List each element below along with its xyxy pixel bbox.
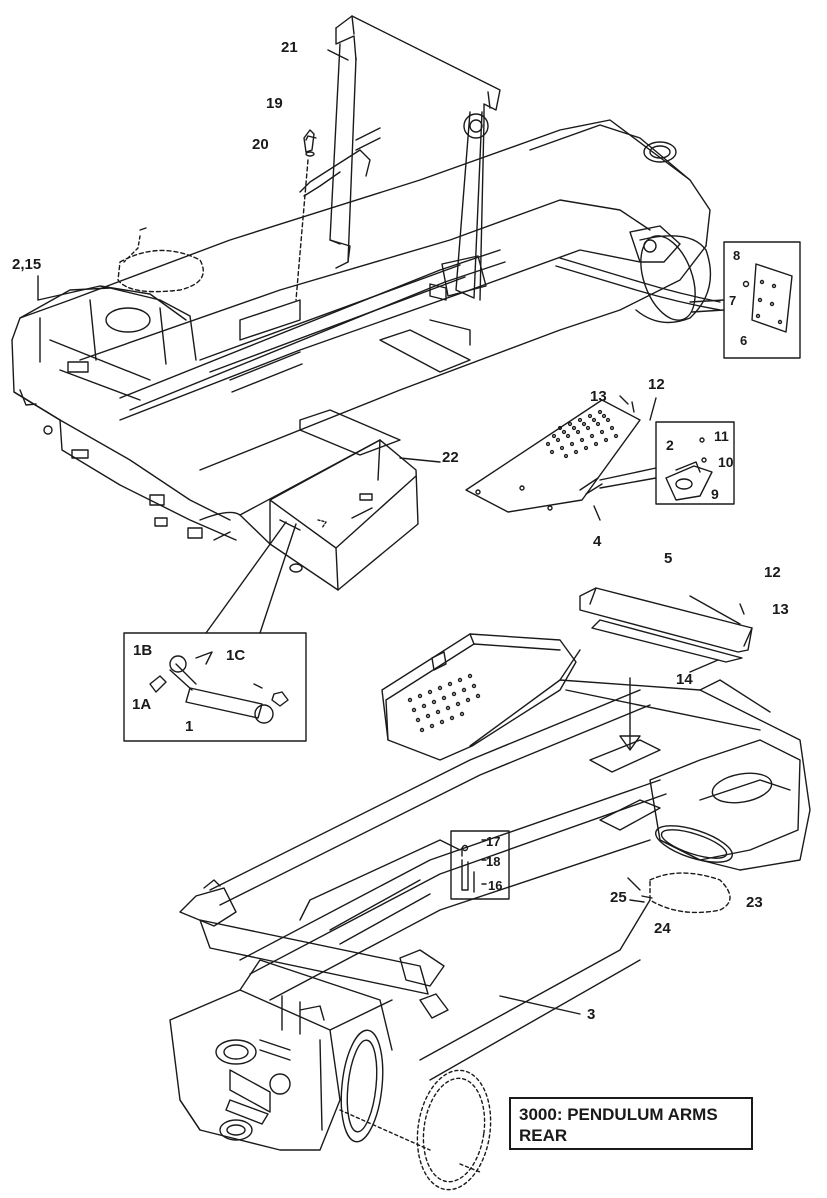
callout-1B: 1B [133,642,153,659]
latch-callout-box [599,421,735,505]
callout-16: 16 [488,878,503,893]
leader-lines [37,49,741,899]
callout-19: 19 [266,95,283,112]
upper-frame [11,113,721,541]
callout-13-bottom: 13 [772,601,789,618]
callout-14: 14 [676,671,693,688]
callout-23: 23 [746,894,763,911]
cross-reference-line1: 3000: PENDULUM ARMS [519,1105,718,1124]
callout-6: 6 [740,333,748,348]
callout-25: 25 [610,889,627,906]
callout-7: 7 [729,293,737,308]
callout-2: 2 [666,437,674,453]
callout-12-top: 12 [648,376,665,393]
callout-12-bottom: 12 [764,564,781,581]
callout-22: 22 [442,449,459,466]
callout-2-15: 2,15 [12,256,42,273]
control-box [199,439,419,591]
callout-1C: 1C [226,647,246,664]
callout-24: 24 [654,920,671,937]
callout-1A: 1A [132,696,152,713]
callout-20: 20 [252,136,269,153]
upright-frame [295,15,501,301]
cross-reference-link[interactable]: 3000: PENDULUM ARMS REAR [509,1097,753,1150]
callout-5: 5 [664,550,673,567]
callout-17: 17 [486,834,501,849]
bolt-callout-box [450,830,510,900]
gas-spring-callout-box [123,521,307,742]
cross-reference-line2: REAR [519,1126,568,1145]
callout-4: 4 [593,533,602,550]
callout-3: 3 [587,1006,596,1023]
lower-frame [169,633,811,1191]
callout-21: 21 [281,39,298,56]
channel-part [579,587,753,663]
callout-18: 18 [486,854,501,869]
callout-10: 10 [718,454,734,470]
plate-callout-box [689,241,801,359]
grille-cover [465,399,641,513]
callout-13-top: 13 [590,388,607,405]
callout-9: 9 [711,486,719,502]
callout-11: 11 [714,428,729,444]
callout-8: 8 [733,248,741,263]
callout-1: 1 [185,718,194,735]
